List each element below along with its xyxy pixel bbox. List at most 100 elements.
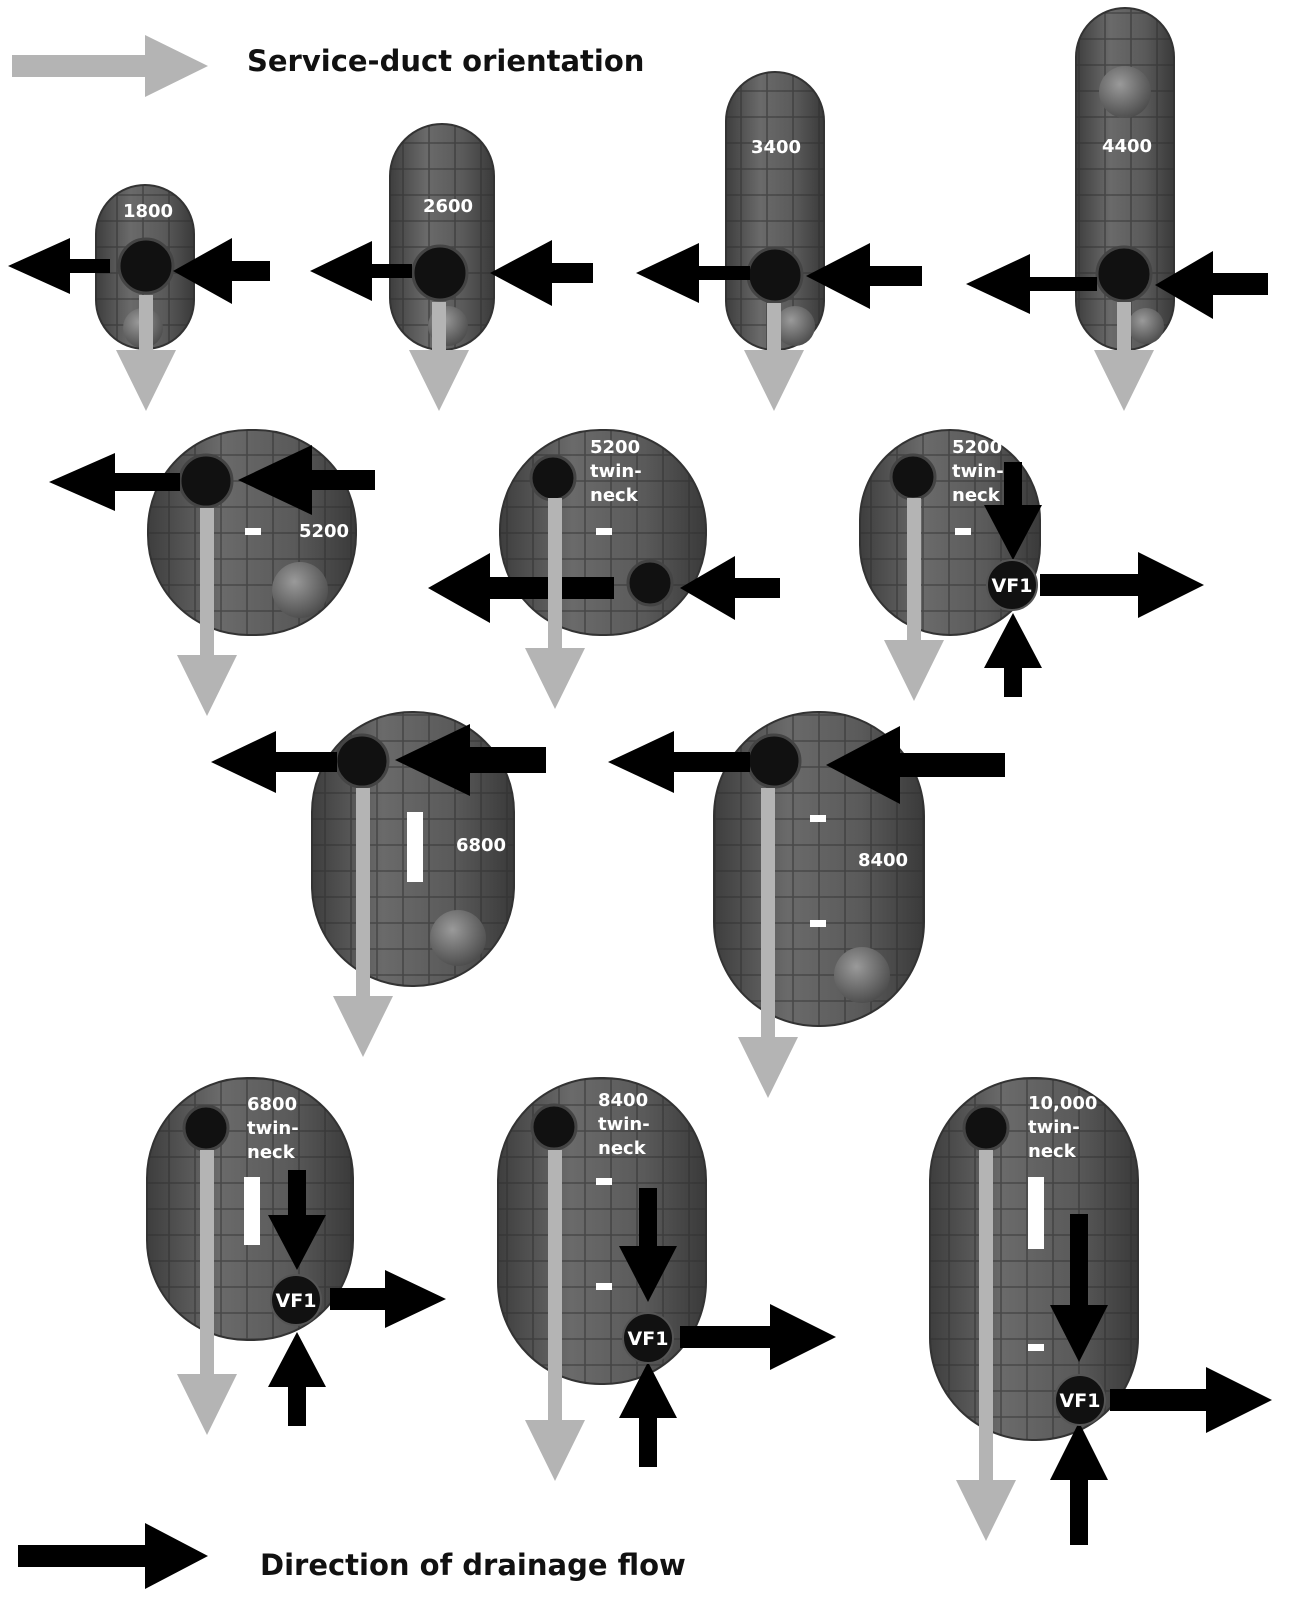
tank-capacity-label-line3: neck bbox=[598, 1138, 647, 1159]
filter-inlet-arrow-bottom bbox=[268, 1332, 326, 1426]
tank-capacity-label-line3: neck bbox=[952, 485, 1001, 506]
tank-dome-lower bbox=[1128, 308, 1164, 344]
outlet-arrow bbox=[636, 243, 750, 303]
tank-2600: 2600 bbox=[310, 123, 593, 411]
vf1-label: VF1 bbox=[992, 575, 1033, 597]
vf1-label: VF1 bbox=[628, 1328, 669, 1350]
service-duct-legend-label: Service-duct orientation bbox=[247, 44, 644, 78]
tank-8400: 8400 bbox=[608, 711, 1005, 1098]
tank-capacity-label: 6800 bbox=[247, 1094, 297, 1115]
inspection-slot bbox=[407, 812, 423, 882]
outlet-arrow bbox=[310, 241, 412, 301]
tank-capacity-label: 8400 bbox=[858, 850, 908, 871]
inlet-arrow bbox=[238, 445, 375, 515]
tank-capacity-label-line2: twin- bbox=[247, 1118, 299, 1139]
outlet-arrow bbox=[428, 553, 614, 623]
outlet-arrow bbox=[8, 238, 110, 294]
tank-10000-twin-neck-vf1: 10,000 twin- neck VF1 bbox=[929, 1077, 1272, 1545]
tank-capacity-label-line2: twin- bbox=[1028, 1117, 1080, 1138]
service-duct-arrow bbox=[177, 508, 237, 716]
service-duct-arrow bbox=[116, 295, 176, 411]
inspection-slot-2 bbox=[596, 1283, 612, 1290]
vf1-label: VF1 bbox=[276, 1290, 317, 1312]
service-duct-arrow bbox=[956, 1150, 1016, 1541]
inlet-arrow bbox=[680, 556, 780, 620]
tank-capacity-label: 1800 bbox=[123, 201, 173, 222]
inlet-arrow bbox=[173, 238, 270, 304]
tank-4400: 4400 bbox=[966, 7, 1268, 411]
tank-capacity-label: 2600 bbox=[423, 196, 473, 217]
tank-3400: 3400 bbox=[636, 71, 922, 411]
inlet-arrow bbox=[826, 726, 1005, 804]
vf1-filter bbox=[986, 559, 1038, 611]
tank-ribs bbox=[390, 124, 494, 350]
tank-6800-twin-neck-vf1: 6800 twin- neck VF1 bbox=[146, 1077, 446, 1435]
tank-dome bbox=[272, 562, 328, 618]
service-duct-arrow bbox=[409, 302, 469, 411]
filter-inlet-arrow-top bbox=[619, 1188, 677, 1302]
filter-inlet-arrow-bottom bbox=[619, 1362, 677, 1467]
vf1-filter bbox=[622, 1312, 674, 1364]
service-duct-arrow bbox=[525, 498, 585, 709]
service-duct-arrow bbox=[738, 788, 798, 1098]
inspection-slot bbox=[596, 1178, 612, 1185]
manhole-neck bbox=[178, 453, 234, 509]
tank-capacity-label: 4400 bbox=[1102, 136, 1152, 157]
tank-capacity-label: 6800 bbox=[456, 835, 506, 856]
filter-outlet-arrow bbox=[1110, 1367, 1272, 1433]
tank-dome bbox=[775, 306, 815, 346]
tank-capacity-label: 8400 bbox=[598, 1090, 648, 1111]
inspection-slot-2 bbox=[1028, 1344, 1044, 1351]
filter-inlet-arrow-bottom bbox=[1050, 1422, 1108, 1545]
filter-outlet-arrow bbox=[1040, 552, 1204, 618]
inspection-slot bbox=[245, 528, 261, 535]
manhole-neck bbox=[746, 733, 802, 789]
inlet-arrow bbox=[395, 724, 546, 796]
tank-5200: 5200 bbox=[49, 429, 375, 716]
filter-inlet-arrow-bottom bbox=[984, 613, 1042, 697]
tank-capacity-label: 5200 bbox=[299, 521, 349, 542]
manhole-neck bbox=[962, 1104, 1010, 1152]
filter-inlet-arrow-top bbox=[1050, 1214, 1108, 1362]
service-duct-arrow bbox=[333, 788, 393, 1057]
manhole-neck bbox=[117, 237, 175, 295]
inlet-arrow bbox=[806, 243, 922, 309]
tank-1800: 1800 bbox=[8, 184, 270, 411]
inspection-slot bbox=[810, 815, 826, 822]
inlet-arrow bbox=[1155, 251, 1268, 319]
tank-capacity-label-line3: neck bbox=[247, 1142, 296, 1163]
tank-capacity-label: 5200 bbox=[952, 437, 1002, 458]
vf1-filter bbox=[1054, 1374, 1106, 1426]
tank-capacity-label: 5200 bbox=[590, 437, 640, 458]
second-neck bbox=[626, 559, 674, 607]
inspection-slot bbox=[244, 1177, 260, 1245]
tank-capacity-label-line2: twin- bbox=[952, 461, 1004, 482]
tank-capacity-label-line2: twin- bbox=[598, 1114, 650, 1135]
service-duct-arrow bbox=[1094, 302, 1154, 411]
outlet-arrow bbox=[966, 254, 1097, 314]
outlet-arrow bbox=[608, 731, 750, 793]
inlet-arrow bbox=[490, 240, 593, 306]
vf1-label: VF1 bbox=[1060, 1390, 1101, 1412]
manhole-neck bbox=[746, 246, 804, 304]
drainage-flow-legend-label: Direction of drainage flow bbox=[260, 1548, 686, 1582]
tank-capacity-label-line2: twin- bbox=[590, 461, 642, 482]
service-duct-arrow bbox=[525, 1150, 585, 1481]
service-duct-legend: Service-duct orientation bbox=[12, 35, 644, 97]
tank-capacity-label-line3: neck bbox=[1028, 1141, 1077, 1162]
filter-inlet-arrow-top bbox=[268, 1170, 326, 1270]
inspection-slot bbox=[1028, 1177, 1044, 1249]
tank-5200-twin-neck: 5200 twin- neck bbox=[428, 429, 780, 709]
outlet-arrow bbox=[211, 731, 337, 793]
manhole-neck bbox=[530, 1103, 578, 1151]
drainage-flow-legend-arrow bbox=[18, 1523, 208, 1589]
tank-capacity-label: 3400 bbox=[751, 137, 801, 158]
inspection-slot-2 bbox=[810, 920, 826, 927]
service-duct-arrow bbox=[177, 1150, 237, 1435]
tank-dome bbox=[834, 947, 890, 1003]
manhole-neck bbox=[889, 453, 937, 501]
inspection-slot bbox=[596, 528, 612, 535]
service-duct-legend-arrow bbox=[12, 35, 208, 97]
tank-dome bbox=[1099, 66, 1151, 118]
